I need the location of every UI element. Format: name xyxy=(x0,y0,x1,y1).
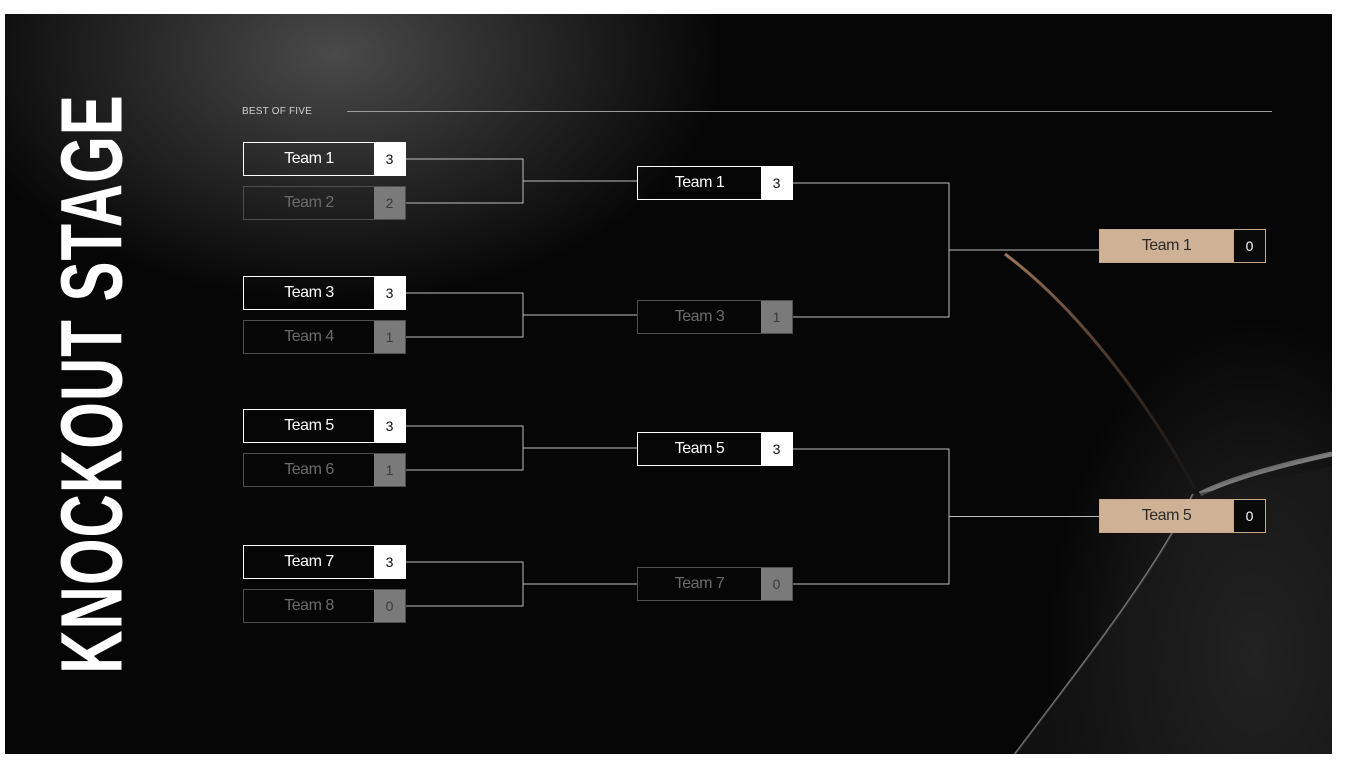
team-name: Team 4 xyxy=(284,328,334,345)
team-score: 3 xyxy=(761,167,792,199)
team-score: 0 xyxy=(1233,500,1265,532)
connector-round1 xyxy=(406,561,524,607)
team-slot[interactable]: Team 3 3 xyxy=(243,276,406,310)
team-slot[interactable]: Team 8 0 xyxy=(243,589,406,623)
team-score: 2 xyxy=(374,187,405,219)
team-score: 1 xyxy=(374,454,405,486)
team-score: 3 xyxy=(761,433,792,465)
team-slot[interactable]: Team 6 1 xyxy=(243,453,406,487)
connector-round1 xyxy=(406,425,524,471)
team-slot[interactable]: Team 3 1 xyxy=(637,300,793,334)
team-slot[interactable]: Team 1 3 xyxy=(243,142,406,176)
team-score: 3 xyxy=(374,410,405,442)
team-name: Team 7 xyxy=(674,575,725,592)
team-slot[interactable]: Team 5 3 xyxy=(243,409,406,443)
team-score: 0 xyxy=(1233,230,1265,262)
team-name: Team 7 xyxy=(284,553,334,570)
team-name: Team 1 xyxy=(1100,230,1233,262)
team-name: Team 1 xyxy=(284,150,334,167)
team-name: Team 6 xyxy=(284,461,334,478)
team-slot[interactable]: Team 5 3 xyxy=(637,432,793,466)
team-name: Team 5 xyxy=(674,440,725,457)
team-name: Team 5 xyxy=(1100,500,1233,532)
team-name: Team 2 xyxy=(284,194,334,211)
format-divider xyxy=(347,111,1272,112)
team-slot[interactable]: Team 1 3 xyxy=(637,166,793,200)
format-label: BEST OF FIVE xyxy=(242,106,313,117)
team-score: 1 xyxy=(374,321,405,353)
team-name: Team 1 xyxy=(674,174,725,191)
connector-round1 xyxy=(406,158,524,204)
team-score: 0 xyxy=(761,568,792,600)
team-name: Team 5 xyxy=(284,417,334,434)
team-name: Team 8 xyxy=(284,597,334,614)
team-name: Team 3 xyxy=(674,308,725,325)
connector-round2 xyxy=(793,182,950,318)
team-slot[interactable]: Team 7 3 xyxy=(243,545,406,579)
team-name: Team 3 xyxy=(284,284,334,301)
team-score: 3 xyxy=(374,143,405,175)
connector-round1 xyxy=(406,292,524,338)
team-score: 0 xyxy=(374,590,405,622)
team-score: 3 xyxy=(374,546,405,578)
team-slot[interactable]: Team 2 2 xyxy=(243,186,406,220)
team-slot[interactable]: Team 4 1 xyxy=(243,320,406,354)
team-slot[interactable]: Team 7 0 xyxy=(637,567,793,601)
team-score: 1 xyxy=(761,301,792,333)
team-score: 3 xyxy=(374,277,405,309)
bracket-connectors xyxy=(406,158,1099,607)
connector-round2 xyxy=(793,448,950,585)
